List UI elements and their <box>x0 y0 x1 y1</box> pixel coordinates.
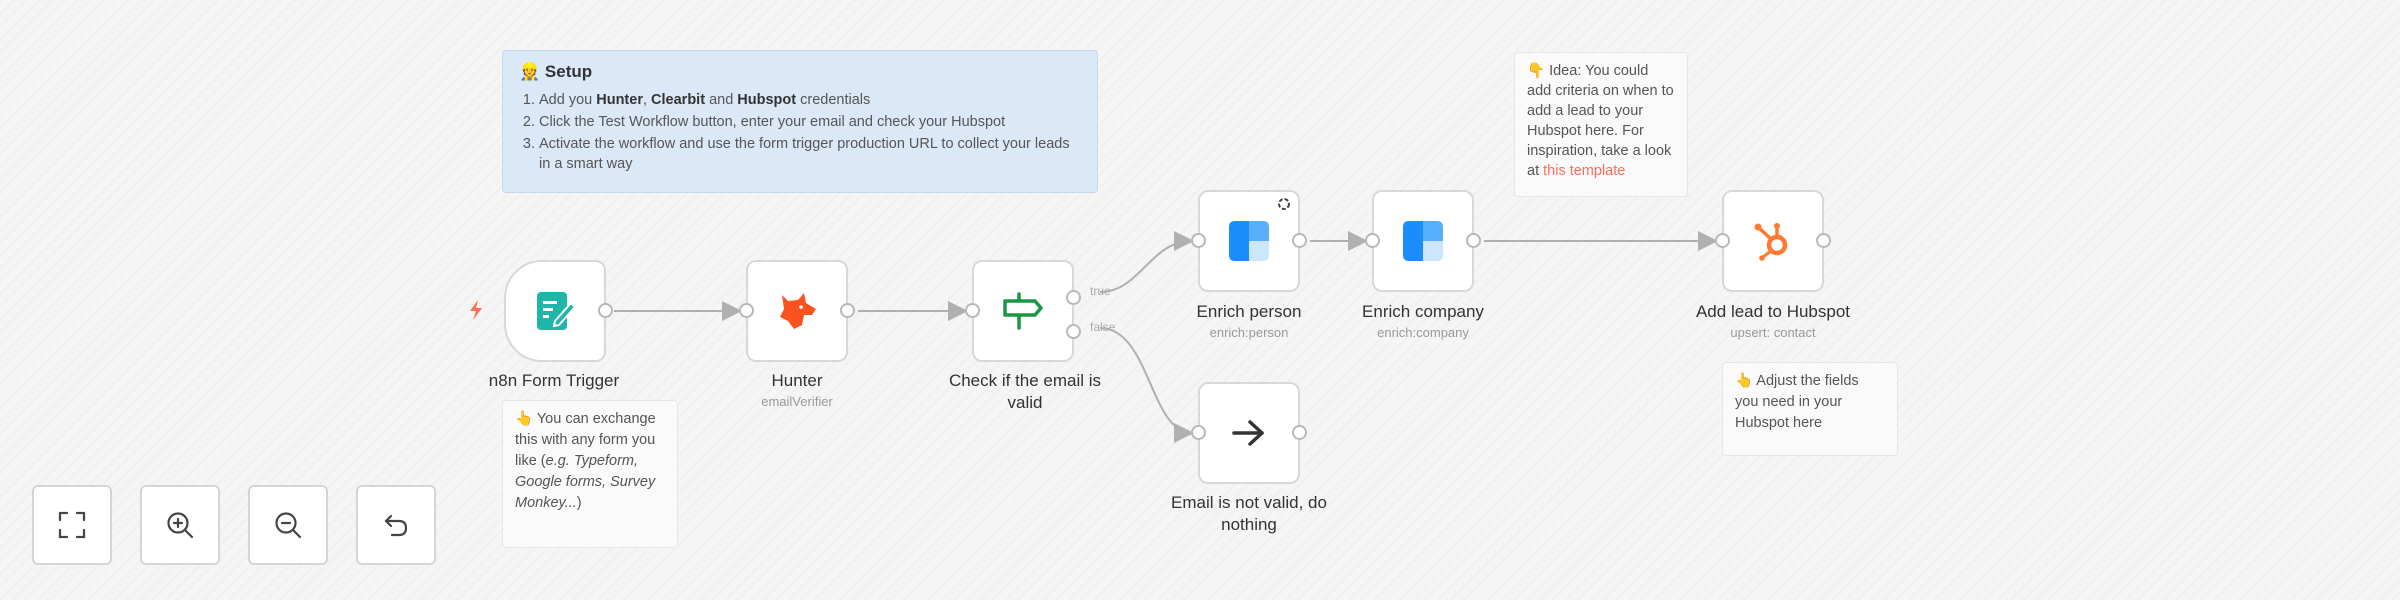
form-icon <box>537 292 577 330</box>
node-enrich-company[interactable] <box>1365 190 1481 292</box>
input-handle[interactable] <box>1365 233 1380 248</box>
node-enrich-person[interactable] <box>1191 190 1307 292</box>
input-handle[interactable] <box>965 303 980 318</box>
input-handle[interactable] <box>1715 233 1730 248</box>
node-email-not-valid[interactable] <box>1191 382 1307 484</box>
reset-zoom-button[interactable] <box>356 485 436 565</box>
output-handle-true[interactable] <box>1066 290 1081 305</box>
output-handle[interactable] <box>1466 233 1481 248</box>
output-label-true: true <box>1090 284 1111 298</box>
input-handle[interactable] <box>1191 425 1206 440</box>
setup-steps: Add you Hunter, Clearbit and Hubspot cre… <box>519 90 1081 174</box>
setup-title: 👷 Setup <box>519 62 593 81</box>
setup-step-2: Click the Test Workflow button, enter yo… <box>539 112 1081 132</box>
setup-step-1: Add you Hunter, Clearbit and Hubspot cre… <box>539 90 1081 110</box>
pointing-up-icon: 👆 <box>515 411 534 427</box>
pointing-up-icon: 👆 <box>1735 373 1754 389</box>
output-handle[interactable] <box>840 303 855 318</box>
output-handle[interactable] <box>1292 233 1307 248</box>
trigger-bolt-icon <box>470 300 482 320</box>
idea-sticky-note[interactable]: 👇 Idea: You could add criteria on when t… <box>1514 52 1688 197</box>
node-label-hunter: Hunter emailVerifier <box>761 371 833 409</box>
fit-view-icon <box>58 511 86 539</box>
output-handle[interactable] <box>598 303 613 318</box>
node-label-enrich-person: Enrich person enrich:person <box>1196 302 1302 340</box>
output-handle-false[interactable] <box>1066 324 1081 339</box>
node-label-email-not-valid: Email is not valid, do nothing <box>1171 493 1327 534</box>
hubspot-sticky-note[interactable]: 👆 Adjust the fields you need in your Hub… <box>1722 362 1898 456</box>
node-add-lead-hubspot[interactable] <box>1715 190 1831 292</box>
output-handle[interactable] <box>1816 233 1831 248</box>
node-check-email-valid[interactable] <box>965 260 1081 362</box>
node-hunter[interactable] <box>739 260 855 362</box>
arrow-right-icon <box>1232 420 1264 446</box>
zoom-in-button[interactable] <box>140 485 220 565</box>
output-label-false: false <box>1090 320 1116 334</box>
node-label-form-trigger: n8n Form Trigger <box>488 371 620 390</box>
clearbit-icon <box>1229 221 1269 261</box>
node-label-enrich-company: Enrich company enrich:company <box>1362 302 1484 340</box>
node-label-hubspot: Add lead to Hubspot upsert: contact <box>1695 302 1851 340</box>
node-form-trigger[interactable] <box>504 260 613 362</box>
construction-worker-icon: 👷 <box>519 62 541 81</box>
input-handle[interactable] <box>739 303 754 318</box>
hunter-fox-icon <box>780 293 816 329</box>
refresh-pin-icon <box>1278 198 1290 210</box>
input-handle[interactable] <box>1191 233 1206 248</box>
template-link[interactable]: this template <box>1543 163 1626 179</box>
setup-sticky-note[interactable]: 👷 Setup Add you Hunter, Clearbit and Hub… <box>502 50 1098 193</box>
zoom-in-icon <box>167 512 194 539</box>
undo-icon <box>384 514 408 537</box>
hubspot-icon <box>1754 223 1788 261</box>
setup-step-3: Activate the workflow and use the form t… <box>539 134 1081 174</box>
clearbit-icon <box>1403 221 1443 261</box>
form-sticky-note[interactable]: 👆 You can exchange this with any form yo… <box>502 400 678 548</box>
output-handle[interactable] <box>1292 425 1307 440</box>
node-label-check-email: Check if the email is valid <box>948 371 1102 412</box>
pointing-down-icon: 👇 <box>1527 63 1546 79</box>
signpost-icon <box>1003 292 1043 330</box>
zoom-out-icon <box>275 512 302 539</box>
zoom-to-fit-button[interactable] <box>32 485 112 565</box>
edge-true-to-enrich-person <box>1099 231 1194 293</box>
zoom-out-button[interactable] <box>248 485 328 565</box>
